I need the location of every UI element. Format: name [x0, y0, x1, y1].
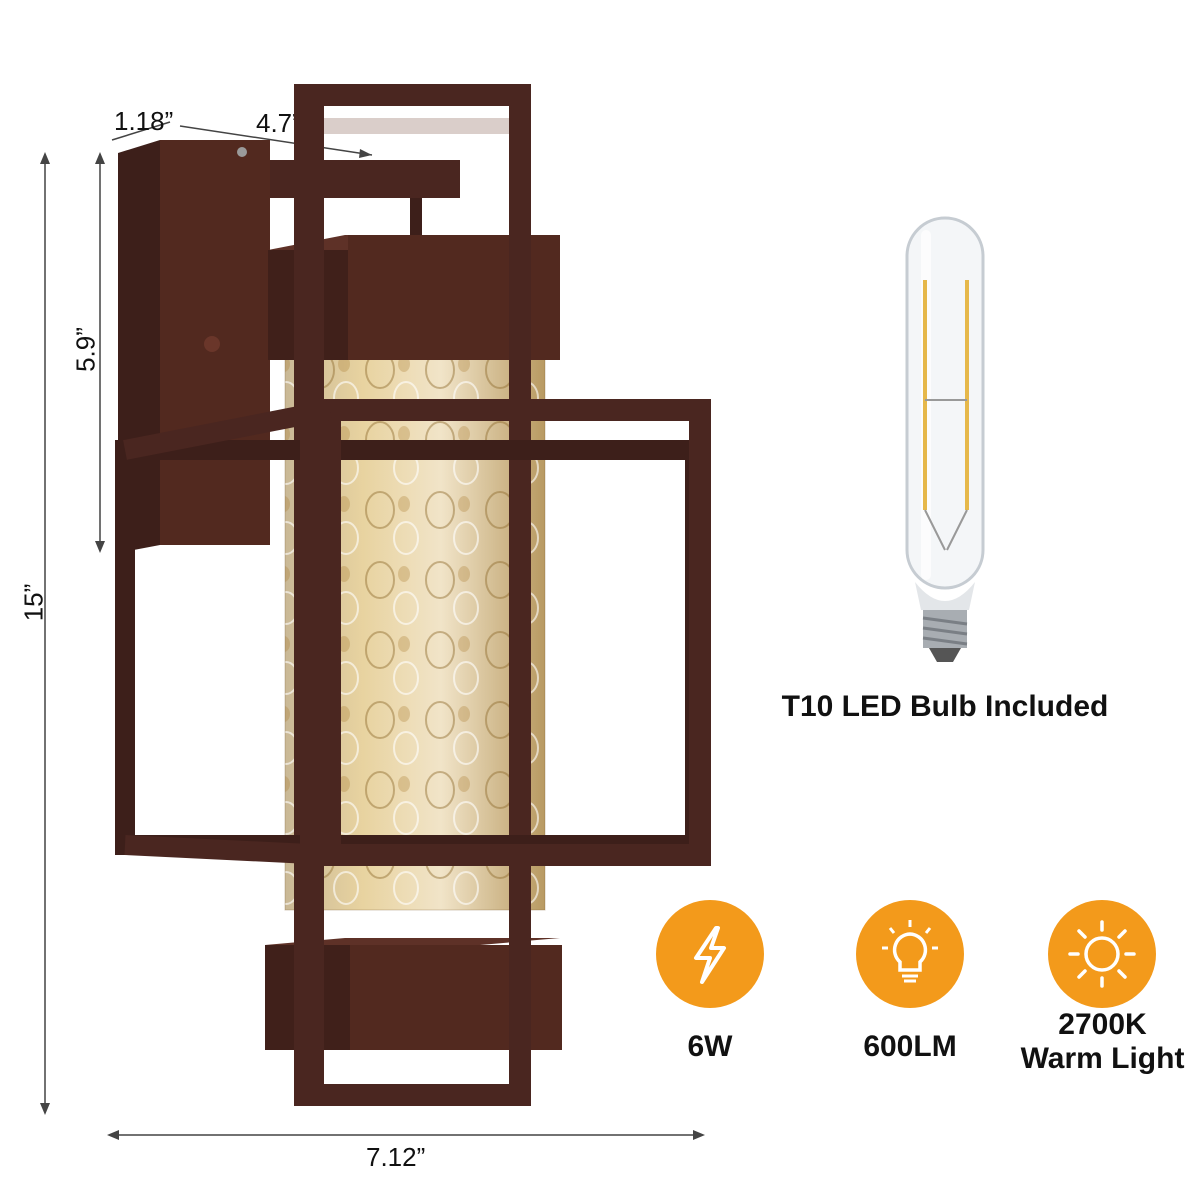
wattage-label: 6W: [687, 1030, 733, 1063]
backplate-height-label: 5.9”: [70, 327, 101, 372]
lightning-icon: [656, 900, 764, 1008]
color-temp-value: 2700K: [1058, 1008, 1147, 1041]
total-height-label: 15”: [18, 583, 49, 622]
lumens-label: 600LM: [863, 1030, 957, 1063]
t10-led-bulb-illustration: [905, 216, 985, 662]
color-temp-desc: Warm Light: [1020, 1042, 1185, 1075]
light-bulb-icon: [856, 900, 964, 1008]
depth-label: 1.18”: [114, 106, 174, 136]
arm-width-line: [179, 125, 373, 156]
arm-width-label: 4.7”: [256, 108, 301, 138]
color-temp-label: 2700K Warm Light: [1010, 1008, 1195, 1076]
wall-sconce-illustration: [115, 84, 711, 1106]
depth-line: [111, 121, 171, 141]
bulb-caption: T10 LED Bulb Included: [781, 690, 1109, 723]
sun-icon: [1048, 900, 1156, 1008]
total-width-label: 7.12”: [366, 1142, 426, 1172]
